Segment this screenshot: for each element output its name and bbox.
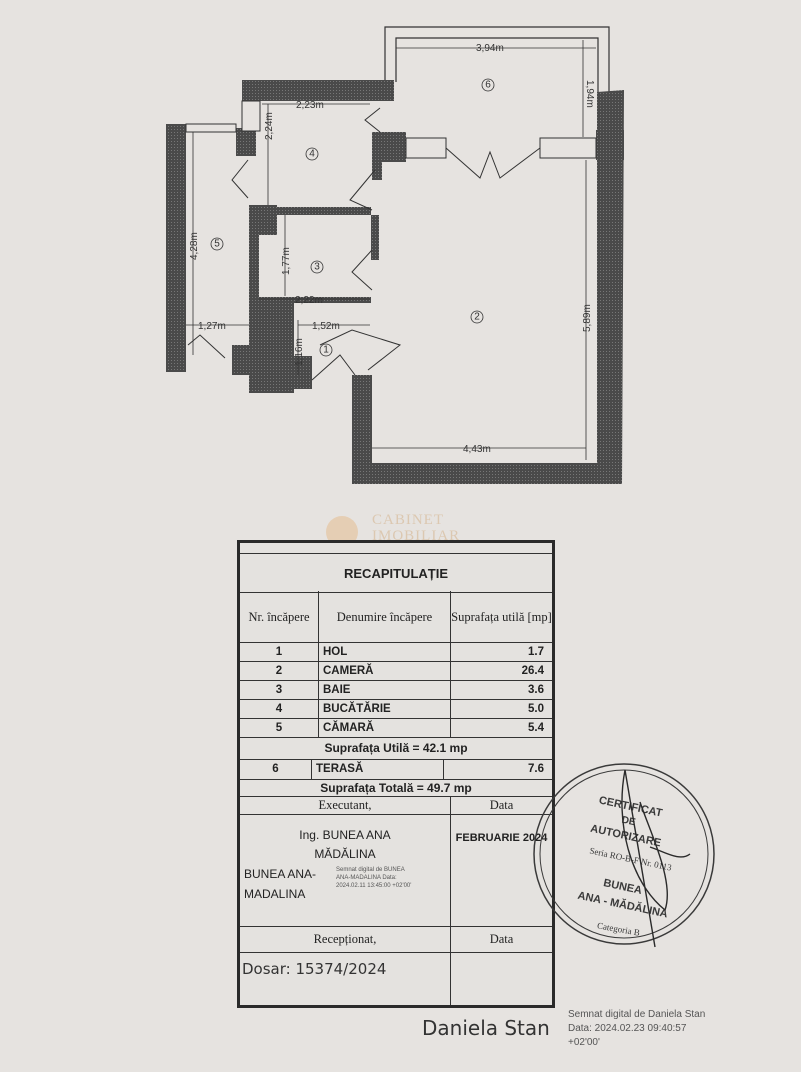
- dim-terrace-width: 3,94m: [476, 43, 504, 54]
- table-row: 1 HOL 1.7: [240, 642, 552, 662]
- row-name: TERASĂ: [312, 759, 444, 779]
- table-row: 3 BAIE 3.6: [240, 680, 552, 700]
- table-header-row: Nr. încăpere Denumire încăpere Suprafața…: [240, 591, 552, 643]
- grand-total-row: Suprafața Totală = 49.7 mp: [240, 779, 552, 797]
- row-area: 26.4: [521, 664, 544, 677]
- header-nr: Nr. încăpere: [240, 591, 319, 642]
- room-number-4: 4: [309, 149, 315, 160]
- row-nr: 1: [240, 642, 319, 661]
- stamp-line6: ANA - MĂDĂLINA: [576, 889, 669, 921]
- row-nr: 5: [240, 718, 319, 737]
- certification-stamp: CERTIFICAT DE AUTORIZARE Seria RO-B-F Nr…: [533, 763, 715, 948]
- data-label-2: Data: [489, 932, 514, 946]
- executant-header-row: Executant, Data: [240, 796, 552, 815]
- receptionat-label: Recepționat,: [240, 926, 451, 952]
- dim-hall-width: 1,52m: [312, 321, 340, 332]
- dim-room-width: 4,43m: [463, 444, 491, 455]
- handwritten-signature: [621, 769, 691, 948]
- row-name: BUCĂTĂRIE: [319, 699, 451, 718]
- row-area: 5.4: [528, 721, 544, 734]
- dim-room-depth: 5,89m: [582, 304, 593, 332]
- digital-signature-line2: Data: 2024.02.23 09:40:57 +02'00': [568, 1023, 687, 1048]
- date-value: FEBRUARIE 2024: [455, 832, 548, 844]
- row-name: CAMERĂ: [319, 661, 451, 680]
- watermark-line1: CABINET: [372, 512, 444, 528]
- room-numbers: [210, 78, 495, 357]
- walls: [166, 80, 624, 484]
- table-title-row: RECAPITULAȚIE: [240, 553, 552, 593]
- stamp-line5: BUNEA: [602, 877, 643, 897]
- dimension-lines: [186, 40, 596, 460]
- row-area: 1.7: [528, 645, 544, 658]
- digital-signature-line1: Semnat digital de Daniela Stan: [568, 1009, 706, 1020]
- header-area: Suprafața utilă [mp]: [451, 609, 552, 624]
- signer-name: Daniela Stan: [422, 1016, 550, 1040]
- row-area: 7.6: [528, 763, 544, 775]
- row-name: HOL: [319, 642, 451, 661]
- floor-plan: 3,94m 1,94m 2,23m 2,24m 4,28m 1,27m 1,77…: [166, 26, 624, 484]
- dim-storage-depth: 4,28m: [189, 232, 200, 260]
- room-number-1: 1: [323, 345, 329, 356]
- row-area: 5.0: [528, 702, 544, 715]
- dim-storage-width: 1,27m: [198, 321, 226, 332]
- executant-body-row: Ing. BUNEA ANA MĂDĂLINA BUNEA ANA-MADALI…: [240, 814, 552, 927]
- grand-total: Suprafața Totală = 49.7 mp: [320, 780, 472, 795]
- useful-total: Suprafața Utilă = 42.1 mp: [324, 741, 468, 755]
- executant-label: Executant,: [240, 796, 451, 814]
- row-nr: 2: [240, 661, 319, 680]
- terrace-outline: [384, 26, 610, 95]
- row-nr: 3: [240, 680, 319, 699]
- useful-total-row: Suprafața Utilă = 42.1 mp: [240, 737, 552, 760]
- dim-hall-depth: 1,16m: [294, 338, 305, 366]
- row-area: 3.6: [528, 683, 544, 696]
- windows: [185, 100, 597, 159]
- table-row: 2 CAMERĂ 26.4: [240, 661, 552, 681]
- receptionat-row: Recepționat, Data: [240, 926, 552, 953]
- dosar-row: Dosar: 15374/2024: [240, 952, 552, 1005]
- terrace-row: 6 TERASĂ 7.6: [240, 759, 552, 780]
- header-name: Denumire încăpere: [319, 591, 451, 642]
- digital-signature-name: BUNEA ANA-MADALINA: [244, 867, 317, 901]
- row-name: BAIE: [319, 680, 451, 699]
- dim-kitchen-width: 2,23m: [296, 100, 324, 111]
- room-number-3: 3: [314, 262, 320, 273]
- dosar-number: Dosar: 15374/2024: [240, 952, 451, 1005]
- room-number-6: 6: [485, 80, 491, 91]
- executant-name: Ing. BUNEA ANA MĂDĂLINA: [299, 828, 391, 861]
- dim-bath-depth: 1,77m: [281, 247, 292, 275]
- row-nr: 6: [240, 759, 312, 779]
- dim-bath-width: 2,22m: [295, 295, 323, 306]
- table-title: RECAPITULAȚIE: [344, 565, 448, 581]
- row-name: CĂMARĂ: [319, 718, 451, 737]
- doors: [187, 107, 541, 381]
- table-row: 5 CĂMARĂ 5.4: [240, 718, 552, 738]
- dim-terrace-depth: 1,94m: [584, 80, 595, 108]
- summary-table: RECAPITULAȚIE Nr. încăpere Denumire încă…: [237, 540, 555, 1008]
- room-number-5: 5: [214, 239, 220, 250]
- dim-kitchen-depth: 2,24m: [264, 112, 275, 140]
- room-number-2: 2: [474, 312, 480, 323]
- digital-signature-details: Semnat digital de BUNEA ANA-MADALINA Dat…: [336, 867, 412, 889]
- data-label: Data: [489, 798, 514, 812]
- digital-signature-footer: Semnat digital de Daniela Stan Data: 202…: [568, 1008, 718, 1050]
- table-row: 4 BUCĂTĂRIE 5.0: [240, 699, 552, 719]
- row-nr: 4: [240, 699, 319, 718]
